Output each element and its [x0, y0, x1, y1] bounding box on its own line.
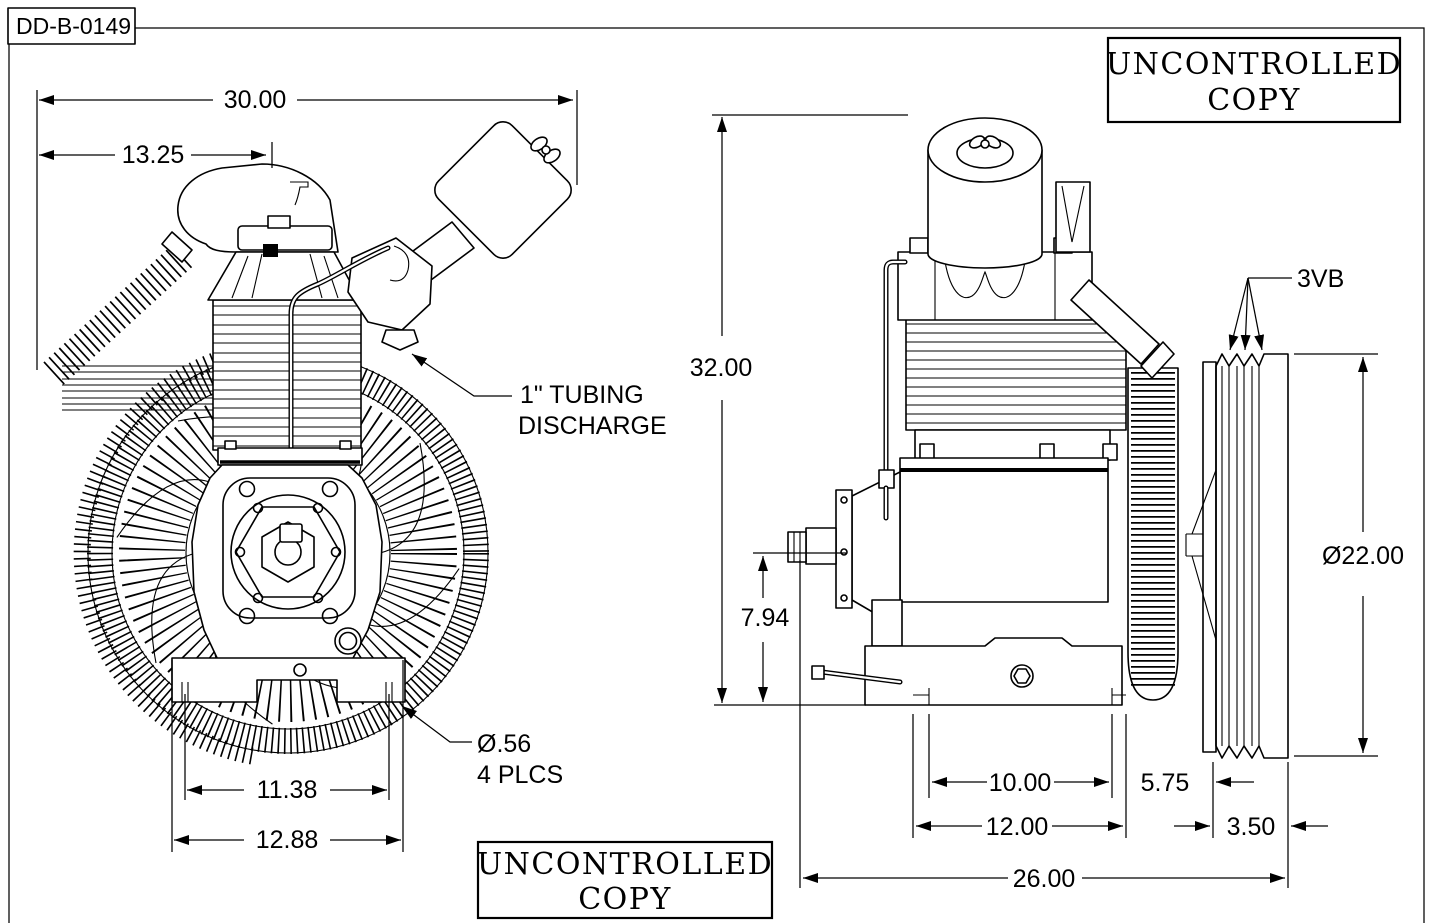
dim-text-overall-length: 26.00: [1013, 865, 1076, 893]
dim-foot-hole-spacing: 11.38: [184, 694, 390, 804]
label-discharge-line1: 1" TUBING: [520, 381, 644, 409]
head-plate: [237, 225, 333, 251]
label-discharge-line2: DISCHARGE: [518, 412, 667, 440]
center-fitting: [279, 523, 303, 543]
intercooler-fins: [62, 365, 232, 411]
dim-head-offset: 13.25: [39, 141, 273, 169]
uncontrolled-stamp-top: UNCONTROLLED COPY: [1106, 36, 1402, 124]
dim-text-foot-hole-spacing: 11.38: [257, 776, 318, 804]
stamp-line2: COPY: [1207, 83, 1301, 118]
front-cylinder: [905, 317, 1127, 461]
dim-pulley-face-width: 3.50: [1174, 762, 1328, 888]
front-view: 32.00 7.94 10.00 5.75 12.00 3: [690, 114, 1404, 893]
dim-base-width: 12.88: [171, 660, 404, 854]
filter-wing-nut: [968, 135, 1002, 149]
label-mount-holes-line1: Ø.56: [477, 730, 531, 758]
dim-text-base-length: 12.00: [986, 813, 1049, 841]
inlet-valve-body: [347, 237, 433, 331]
drawing-number: DD-B-0149: [16, 13, 131, 39]
dim-overall-height: 32.00: [690, 114, 908, 706]
label-belt-grooves: 3VB: [1297, 265, 1344, 293]
leader-mount-holes: Ø.56 4 PLCS: [401, 705, 563, 789]
wing-nut: [530, 136, 561, 164]
intake-assembly: [347, 121, 572, 351]
dim-text-overall-width: 30.00: [224, 86, 287, 114]
dim-mount-slot-spacing: 10.00: [928, 714, 1113, 798]
cylinder: [207, 215, 362, 451]
dim-crankshaft-height: 7.94: [741, 552, 846, 702]
dim-text-crankshaft-height: 7.94: [741, 604, 790, 632]
pulley-hub: [1185, 469, 1217, 641]
dim-pulley-diameter: Ø22.00: [1294, 353, 1404, 757]
flange-bolts: [234, 480, 342, 625]
dim-text-pulley-face-width: 3.50: [1227, 813, 1276, 841]
pulley: [1185, 353, 1289, 759]
dim-text-overall-height: 32.00: [690, 354, 753, 382]
bearing-flange: [222, 477, 356, 619]
dim-overall-length: 26.00: [799, 560, 1285, 893]
dim-text-base-width: 12.88: [256, 826, 319, 854]
uncontrolled-stamp-bottom: UNCONTROLLED COPY: [477, 840, 774, 920]
corrugated-hose: [41, 244, 193, 387]
stamp-line1: UNCONTROLLED: [1106, 47, 1402, 82]
intake-filter: [434, 121, 572, 259]
front-unloader-tube: [878, 259, 908, 521]
stamp-bottom-line1: UNCONTROLLED: [477, 847, 773, 882]
dim-text-mount-slot-spacing: 10.00: [989, 769, 1052, 797]
front-crankcase: [787, 457, 1109, 647]
flywheel-outer-fins: [73, 339, 271, 765]
dim-text-pulley-clearance: 5.75: [1141, 769, 1190, 797]
flywheel-edge: [1127, 367, 1179, 701]
unloader-tube: [288, 245, 391, 527]
air-filter: [927, 117, 1043, 269]
dim-overall-width: 30.00: [36, 86, 578, 370]
leader-belt-grooves: 3VB: [1228, 265, 1344, 351]
stamp-bottom-line2: COPY: [578, 882, 672, 917]
dim-text-pulley-diameter: Ø22.00: [1322, 542, 1404, 570]
pulley-flange: [1202, 361, 1217, 753]
front-base: [811, 637, 1126, 706]
leader-tubing-discharge: 1" TUBING DISCHARGE: [411, 353, 667, 440]
discharge-fitting-hex: [381, 329, 419, 351]
crankshaft-end: [805, 527, 837, 565]
oil-dipstick: [811, 665, 903, 685]
dim-pulley-clearance: 5.75: [1141, 769, 1254, 797]
label-mount-holes-line2: 4 PLCS: [477, 761, 563, 789]
dim-text-head-offset: 13.25: [122, 141, 185, 169]
mounting-base: [171, 657, 406, 703]
side-view: 30.00 13.25 11.38 12.88 1" TUBING DISCHA…: [36, 86, 667, 854]
dim-base-length: 12.00: [912, 714, 1127, 841]
unloader-valve: [1055, 181, 1175, 379]
sheet-border: [8, 8, 1425, 923]
head-gasket: [263, 244, 278, 257]
crankcase: [191, 440, 383, 661]
flywheel-rim-fins: [87, 352, 489, 754]
drawing-number-box: DD-B-0149: [7, 7, 136, 45]
